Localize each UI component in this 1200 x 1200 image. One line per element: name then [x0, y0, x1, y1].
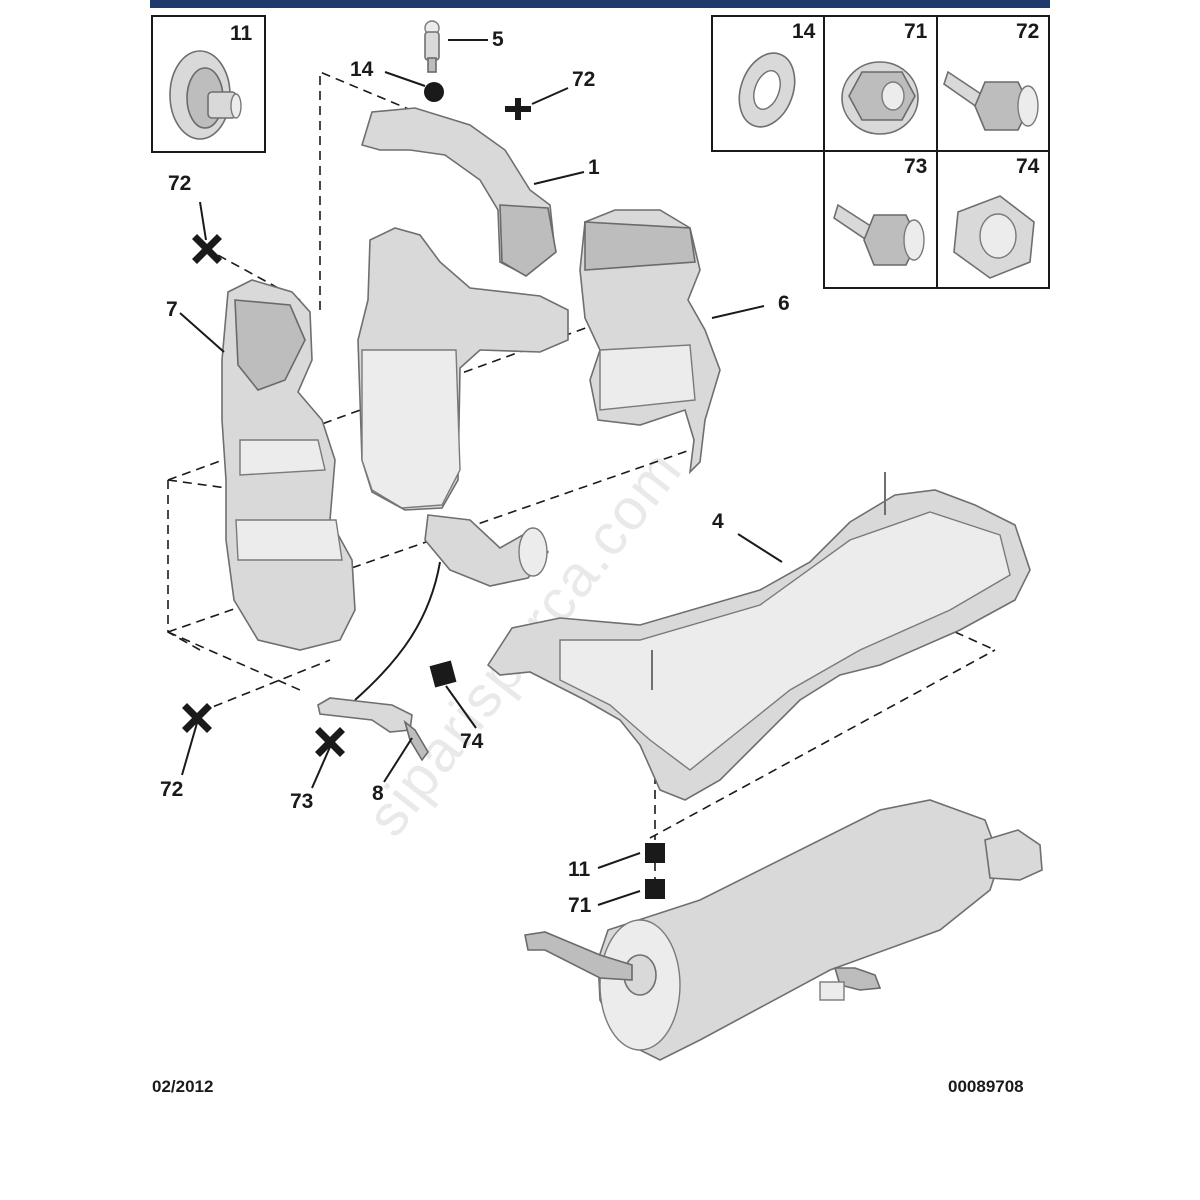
washer-14-icon	[738, 52, 796, 128]
callout-72-left: 72	[168, 172, 191, 195]
callout-8: 8	[372, 782, 384, 805]
part-1-heat-shield-bracket	[360, 107, 557, 277]
callout-7: 7	[166, 298, 178, 321]
callout-4: 4	[712, 510, 724, 533]
part-5-sensor	[424, 20, 440, 73]
callout-5: 5	[492, 28, 504, 51]
callout-73: 73	[290, 790, 313, 813]
cross-icon	[505, 98, 531, 120]
legend-grid: 14 71 72 73 74	[711, 15, 1050, 289]
square-icon	[645, 879, 665, 899]
legend-label-73: 73	[904, 155, 927, 178]
callout-74: 74	[460, 730, 484, 753]
callout-71: 71	[568, 894, 592, 917]
circle-icon	[424, 82, 444, 102]
square-icon	[429, 660, 457, 688]
callout-72-top: 72	[572, 68, 595, 91]
legend-label-72: 72	[1016, 20, 1039, 43]
legend-box-11: 11	[151, 15, 266, 153]
footer-reference: 00089708	[948, 1077, 1024, 1096]
screw-72-icon	[943, 70, 1039, 131]
callout-1: 1	[588, 156, 600, 179]
legend-label-14: 14	[792, 20, 816, 43]
hanger-cable	[354, 561, 441, 701]
callout-11: 11	[568, 858, 591, 881]
legend-label-71: 71	[904, 20, 928, 43]
screw-73-icon	[833, 203, 925, 266]
callout-6: 6	[778, 292, 790, 315]
callout-14: 14	[350, 58, 374, 81]
callout-72-lower: 72	[160, 778, 183, 801]
rear-muffler	[524, 799, 1043, 1061]
square-icon	[645, 843, 665, 863]
cross-icon	[182, 703, 212, 733]
flange-nut-71-icon	[841, 61, 919, 135]
part-4-underbody-heat-shield	[486, 472, 1031, 801]
footer-date: 02/2012	[152, 1077, 213, 1096]
cross-icon	[315, 727, 345, 757]
hex-nut-74-icon	[953, 195, 1035, 279]
part-7-heat-shield-left	[221, 279, 356, 651]
catalytic-converter	[357, 227, 569, 587]
nut-11-icon	[169, 50, 242, 140]
header-bar	[150, 0, 1050, 8]
part-8-bracket	[317, 697, 429, 762]
cross-icon	[192, 234, 222, 264]
part-6-heat-shield-right	[579, 209, 721, 475]
legend-label-11: 11	[230, 22, 253, 45]
leader-lines	[179, 39, 783, 906]
legend-label-74: 74	[1016, 155, 1040, 178]
